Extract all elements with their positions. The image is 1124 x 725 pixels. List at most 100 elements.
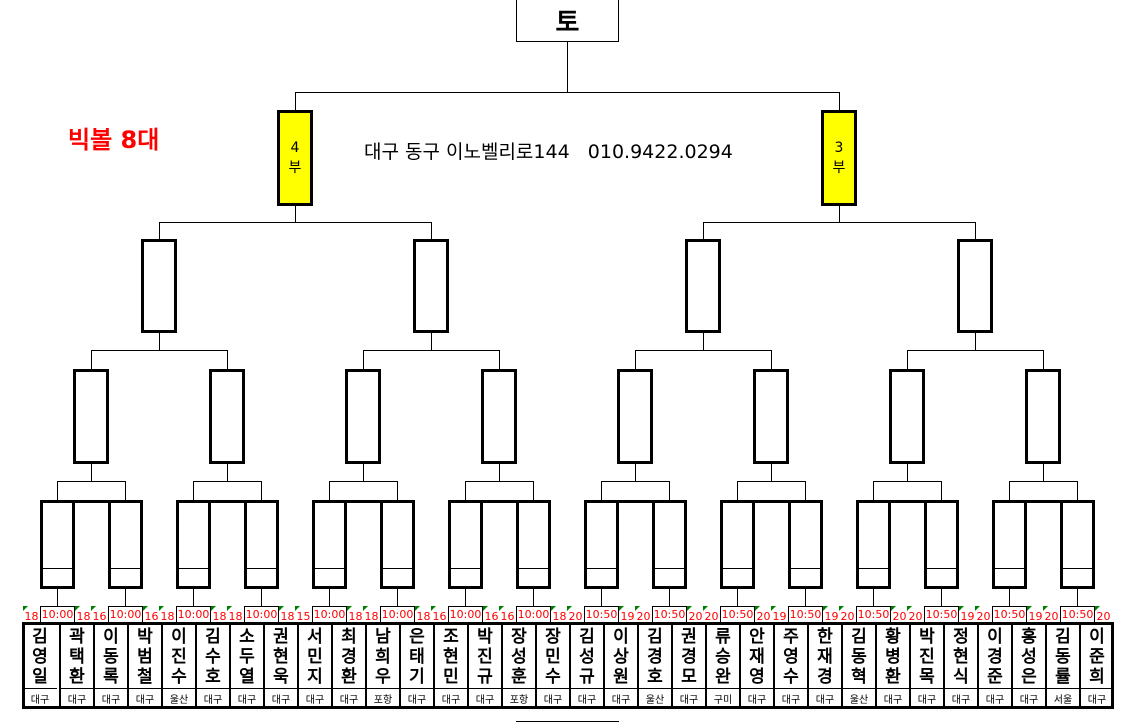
match-time: 10:50 [584, 606, 619, 623]
right-player-number: 18 [212, 610, 227, 623]
marker-icon [1095, 606, 1100, 611]
player-region: 대구 [435, 688, 467, 707]
connector-line [941, 588, 942, 606]
left-player-number: 16 [432, 610, 447, 623]
player-name: 곽택환 [69, 626, 85, 687]
player-name: 장민수 [545, 626, 561, 687]
match-time: 10:00 [40, 606, 75, 623]
marker-icon [143, 606, 148, 611]
connector-line [601, 481, 602, 500]
player-region: 대구 [1013, 688, 1045, 707]
round1-match-box [244, 500, 279, 589]
right-player-number: 19 [1028, 610, 1043, 623]
connector-line [907, 463, 908, 481]
connector-line [839, 92, 840, 110]
player-region: 대구 [299, 688, 331, 707]
connector-line [397, 588, 398, 606]
connector-line [363, 350, 364, 369]
match-time: 10:00 [108, 606, 143, 623]
player-region: 대구 [945, 688, 977, 707]
player-name-area: 김동률 [1047, 625, 1079, 688]
connector-line [295, 92, 839, 93]
right-player-number: 18 [416, 610, 431, 623]
player-region: 대구 [231, 688, 263, 707]
player-name: 홍성은 [1021, 626, 1037, 687]
round1-match-box [312, 500, 347, 589]
score-divider [927, 568, 956, 569]
round3-match-box [141, 239, 177, 333]
player-region: 서울 [1047, 688, 1079, 707]
right-player-number: 18 [552, 610, 567, 623]
round1-match-box [40, 500, 75, 589]
connector-line [193, 588, 194, 606]
round2-match-box [345, 369, 381, 464]
marker-icon [755, 606, 760, 611]
connector-line [125, 481, 126, 500]
player-name: 이진수 [171, 626, 187, 687]
connector-line [975, 332, 976, 350]
connector-line [465, 481, 466, 500]
round1-match-box [380, 500, 415, 589]
marker-icon [431, 606, 436, 611]
player-name: 안재영 [749, 626, 765, 687]
player-name-area: 이상원 [605, 625, 637, 688]
player-name: 황병환 [885, 626, 901, 687]
match-time: 10:50 [652, 606, 687, 623]
player-region: 대구 [23, 688, 57, 707]
match-time: 10:50 [992, 606, 1027, 623]
left-player-number: 20 [636, 610, 651, 623]
player-name: 박진목 [919, 626, 935, 687]
left-player-number: 18 [364, 610, 379, 623]
player-region: 대구 [537, 688, 569, 707]
marker-icon [823, 606, 828, 611]
connector-line [1043, 350, 1044, 369]
connector-line [57, 481, 125, 482]
round1-match-box [720, 500, 755, 589]
match-time: 10:50 [788, 606, 823, 623]
player-name: 이준희 [1089, 626, 1105, 687]
marker-icon [211, 606, 216, 611]
player-name: 이경준 [987, 626, 1003, 687]
connector-line [601, 481, 669, 482]
match-time: 10:50 [720, 606, 755, 623]
score-divider [315, 568, 344, 569]
player-name: 박범철 [137, 626, 153, 687]
match-time: 10:50 [856, 606, 891, 623]
connector-line [975, 222, 976, 239]
player-name: 김동률 [1055, 626, 1071, 687]
left-player-number: 20 [704, 610, 719, 623]
player-name-area: 조현민 [435, 625, 467, 688]
score-divider [383, 568, 412, 569]
player-name-area: 홍성은 [1013, 625, 1045, 688]
round1-match-box [176, 500, 211, 589]
connector-line [635, 463, 636, 481]
round2-match-box [481, 369, 517, 464]
left-player-number: 16 [500, 610, 515, 623]
player-region: 대구 [129, 688, 161, 707]
connector-line [329, 481, 330, 500]
marker-icon [347, 606, 352, 611]
score-divider [723, 568, 752, 569]
connector-line [261, 588, 262, 606]
player-name: 은태기 [409, 626, 425, 687]
player-region: 대구 [469, 688, 501, 707]
connector-line [159, 222, 431, 223]
player-name: 서민지 [307, 626, 323, 687]
player-region: 대구 [911, 688, 943, 707]
player-region: 대구 [775, 688, 807, 707]
connector-line [873, 588, 874, 606]
connector-bar [74, 500, 108, 503]
marker-icon [551, 606, 556, 611]
player-region: 대구 [1081, 688, 1113, 707]
connector-line [193, 481, 261, 482]
connector-line [363, 350, 499, 351]
